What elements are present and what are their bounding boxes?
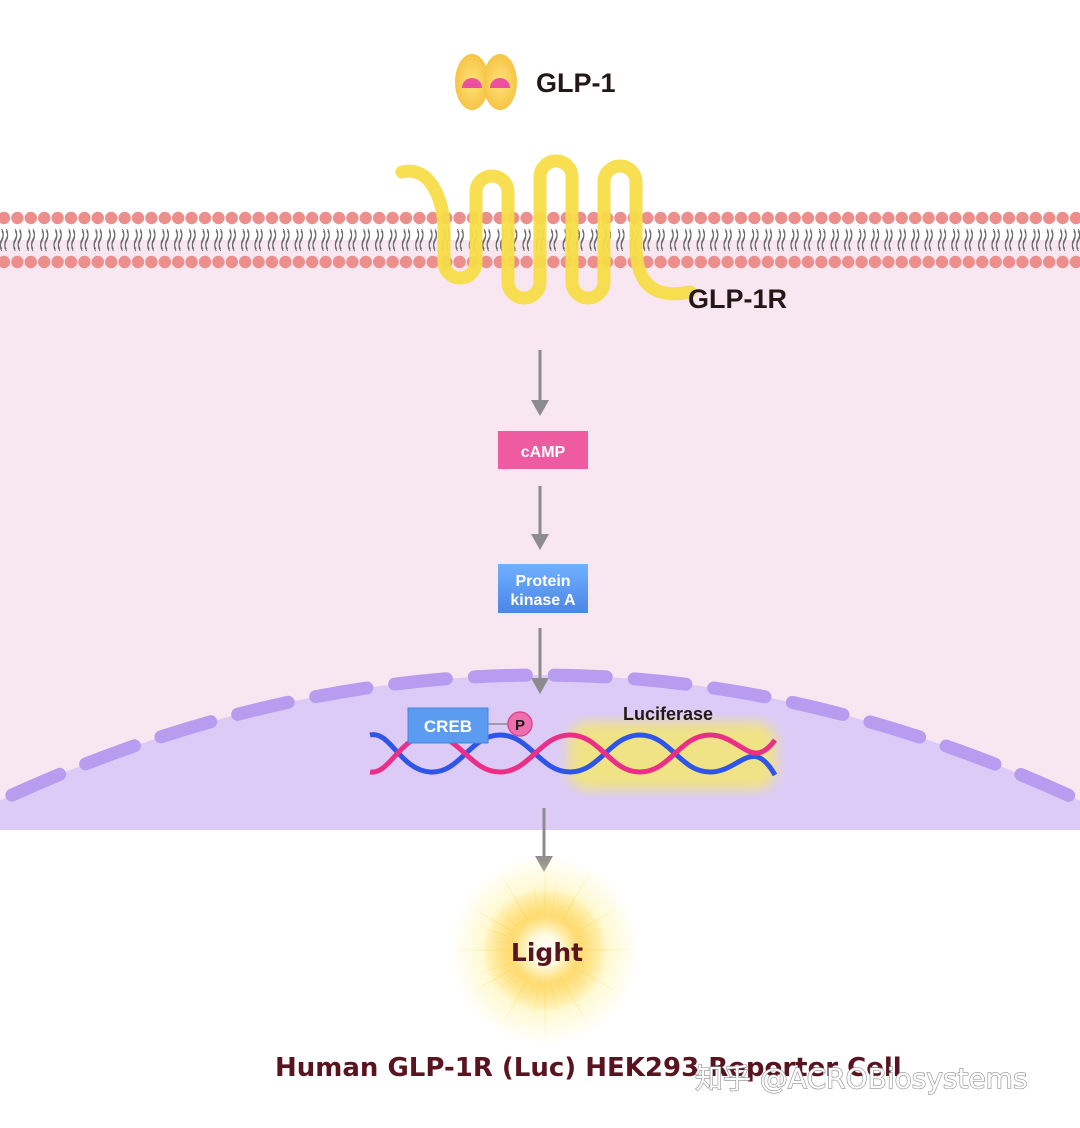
ligand-label: GLP-1 [536,68,616,98]
protein-kinase-a-label-line1: Protein [515,573,570,590]
light-label: Light [511,938,583,967]
camp-box [498,431,588,469]
watermark: 知乎 @ACROBiosystems [695,1062,1028,1095]
phosphate-label: P [515,717,525,734]
camp-label: cAMP [521,444,566,461]
arrow-pka-to-creb [531,628,549,694]
arrow-camp-to-pka [531,486,549,550]
diagram-caption: Human GLP-1R (Luc) HEK293 Reporter Cell [275,1053,902,1083]
dna-strand-blue [369,732,778,777]
light-burst-icon [450,855,640,1045]
lipid-heads [0,211,1080,269]
nucleus [0,675,1080,830]
protein-kinase-a-box [498,564,588,613]
phosphate-icon [507,711,533,737]
protein-kinase-a-label-line2: kinase A [510,592,576,609]
nuclear-envelope [0,668,1080,808]
receptor-label: GLP-1R [688,284,787,314]
creb-label: CREB [424,717,472,736]
creb-box [407,707,489,744]
arrow-receptor-to-camp [531,350,549,416]
glp1r-receptor [395,154,697,305]
luciferase-label: Luciferase [623,704,713,724]
glp1-ligand-icon [455,54,517,110]
